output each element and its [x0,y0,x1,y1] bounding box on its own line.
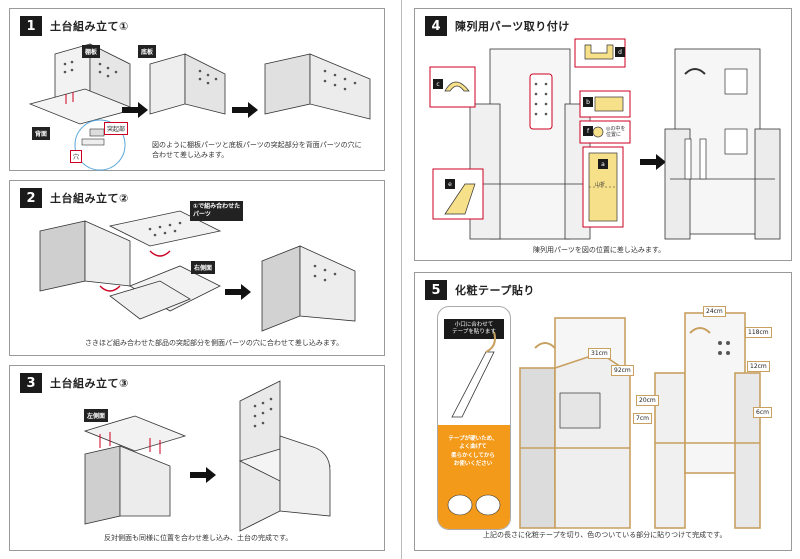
bottom-label: 底板 [138,45,157,58]
step-number: 3 [20,373,42,393]
measure-31cm: 31cm [588,348,611,359]
tip-warning: テープが硬いため、 よく曲げて 柔らかくしてから お使いください [448,436,498,467]
back-label: 背面 [32,127,51,140]
step-1-header: 1 土台組み立て① [20,16,129,36]
step-5-illustration [519,312,761,529]
left-side-label: 左側面 [84,409,109,422]
step-3-panel: 3 土台組み立て③ 左側面 反対側面も同様に位置を合わせ差し込み、土台の完成です… [9,365,385,551]
measure-92cm: 92cm [611,365,634,376]
step-1-caption-line2: 合わせて差し込みます。 [152,151,229,159]
tip-illustration-area: 小口に合わせて テープを貼ります [438,307,510,427]
step-number: 1 [20,16,42,36]
shelf-label: 棚板 [82,45,101,58]
column-divider [401,0,402,559]
part-tag-d: d [615,47,625,57]
tape-tip-card: 小口に合わせて テープを貼ります テープが硬いため、 よく曲げて 柔らかくしてか… [437,306,511,530]
measure-7cm: 7cm [633,413,652,424]
part-tag-b: b [583,97,593,107]
step-number: 4 [425,16,447,36]
step-5-caption: 上記の長さに化粧テープを切り、色のついている部分に貼りつけて完成です。 [483,531,727,539]
step-4-header: 4 陳列用パーツ取り付け [425,16,570,36]
step-2-caption: さきほど組み合わせた部品の突起部分を側面パーツの穴に合わせて差し込みます。 [85,339,344,347]
step-title: 陳列用パーツ取り付け [455,20,570,33]
step-title: 化粧テープ貼り [455,284,535,297]
tip-warning-area: テープが硬いため、 よく曲げて 柔らかくしてから お使いください [438,425,510,529]
step-title: 土台組み立て① [50,20,129,33]
step-title: 土台組み立て③ [50,377,129,390]
step-number: 2 [20,188,42,208]
hole-label: 穴 [70,150,83,163]
step-3-caption: 反対側面も同様に位置を合わせ差し込み、土台の完成です。 [104,534,293,542]
step-1-panel: 1 土台組み立て① 棚板 底板 背面 突起部 穴 図のように棚板パーツと底板パー… [9,8,385,171]
step-2-header: 2 土台組み立て② [20,188,129,208]
measure-24cm: 24cm [703,306,726,317]
step-4-illustration [429,38,781,240]
part-tag-e: e [445,179,455,189]
step-1-caption-line1: 図のように棚板パーツと底板パーツの突起部分を背面パーツの穴に [152,141,362,149]
mountain-fold-label: 山折 [595,182,606,188]
step-2-illustration [39,210,356,332]
stand-illustration [451,331,496,418]
part-tag-a: a [598,159,608,169]
measure-20cm: 20cm [636,395,659,406]
step-title: 土台組み立て② [50,192,129,205]
protrusion-label: 突起部 [104,122,129,135]
part-tag-f: f [583,126,593,136]
step-2-panel: 2 土台組み立て② ①で組み合わせた パーツ 右側面 さきほど組み合わせた部品の… [9,180,385,356]
step-4-panel: 4 陳列用パーツ取り付け [414,8,792,261]
measure-6cm: 6cm [753,407,772,418]
align-hint-label: ◎の中を 位置に [606,126,626,138]
step-4-caption: 陳列用パーツを図の位置に差し込みます。 [533,246,666,254]
step-3-illustration [83,380,332,532]
step-number: 5 [425,280,447,300]
measure-12cm: 12cm [747,361,770,372]
right-side-label: 右側面 [191,261,216,274]
hands-icon [447,494,501,516]
tip-instruction: 小口に合わせて テープを貼ります [444,319,504,340]
step-3-header: 3 土台組み立て③ [20,373,129,393]
combined-parts-label: ①で組み合わせた パーツ [190,201,244,221]
part-tag-c: c [433,79,443,89]
measure-118cm: 118cm [745,327,772,338]
step-5-header: 5 化粧テープ貼り [425,280,535,300]
